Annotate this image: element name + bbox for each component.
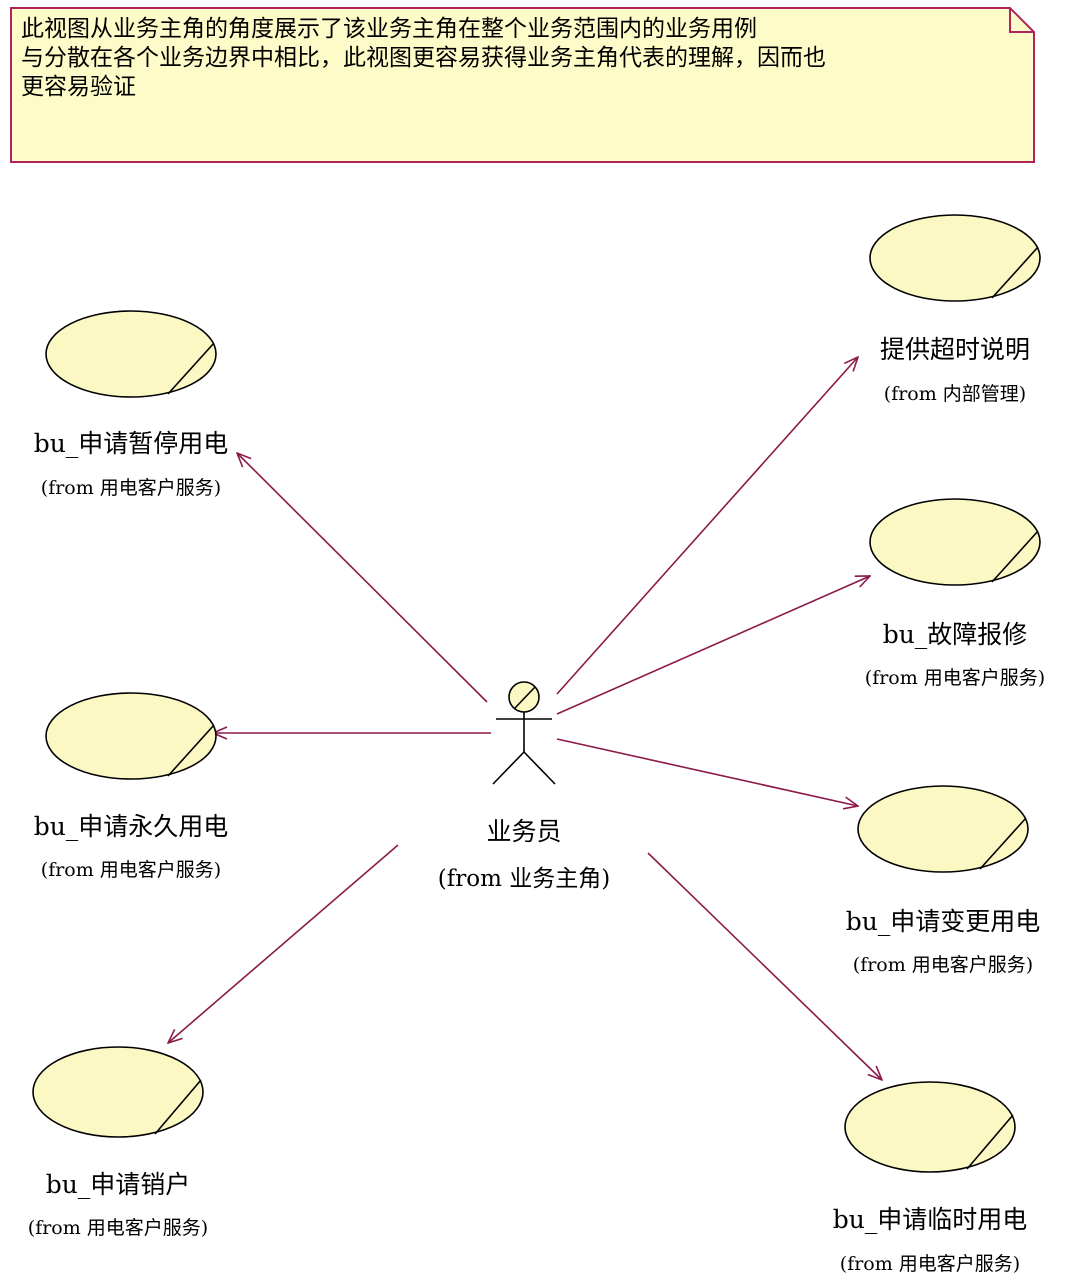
usecase-icon-slash — [154, 1079, 202, 1135]
usecase-package: (from 用电客户服务) — [41, 859, 221, 881]
usecase-icon-slash — [167, 724, 215, 777]
actor[interactable]: 业务员 (from 业务主角) — [438, 681, 610, 892]
usecase-icon — [844, 1081, 1016, 1173]
usecase-icon — [869, 214, 1041, 302]
association-to-fault-repair — [556, 576, 870, 715]
usecase-permanent-power[interactable]: bu_申请永久用电 (from 用电客户服务) — [34, 692, 229, 881]
usecase-icon-slash — [991, 530, 1039, 583]
note-line-1: 此视图从业务主角的角度展示了该业务主角在整个业务范围内的业务用例 — [21, 16, 757, 42]
association-to-suspend-power — [237, 453, 488, 703]
usecase-package: (from 用电客户服务) — [28, 1217, 208, 1239]
usecase-icon-slash — [979, 817, 1027, 870]
usecase-package: (from 用电客户服务) — [41, 477, 221, 499]
usecase-name: bu_申请变更用电 — [846, 907, 1041, 936]
usecase-name: bu_申请永久用电 — [34, 812, 229, 841]
usecase-name: bu_申请销户 — [46, 1170, 191, 1199]
usecase-package: (from 用电客户服务) — [865, 667, 1045, 689]
association-to-cancel-account — [168, 844, 399, 1043]
usecase-cancel-account[interactable]: bu_申请销户 (from 用电客户服务) — [28, 1046, 208, 1239]
actor-package: (from 业务主角) — [438, 866, 610, 892]
usecase-icon — [32, 1046, 204, 1138]
usecase-icon — [857, 785, 1029, 873]
usecase-timeout-explanation[interactable]: 提供超时说明 (from 内部管理) — [869, 214, 1041, 405]
usecase-package: (from 用电客户服务) — [840, 1253, 1020, 1275]
usecase-package: (from 用电客户服务) — [853, 954, 1033, 976]
usecase-name: bu_申请暂停用电 — [34, 429, 229, 458]
usecase-icon-slash — [991, 246, 1039, 299]
usecase-package: (from 内部管理) — [884, 383, 1026, 405]
associations — [168, 357, 882, 1080]
usecase-suspend-power[interactable]: bu_申请暂停用电 (from 用电客户服务) — [34, 310, 229, 499]
note-box — [10, 7, 1035, 163]
association-to-temporary-power — [647, 852, 882, 1080]
usecase-fault-repair[interactable]: bu_故障报修 (from 用电客户服务) — [865, 498, 1045, 689]
usecase-icon — [869, 498, 1041, 586]
usecase-name: bu_申请临时用电 — [833, 1205, 1028, 1234]
association-to-change-power — [556, 738, 858, 806]
association-to-timeout-explanation — [556, 357, 858, 695]
note-line-3: 更容易验证 — [21, 74, 136, 100]
usecase-icon — [45, 310, 217, 398]
usecase-icon-slash — [167, 342, 215, 395]
usecase-icon — [45, 692, 217, 780]
usecase-change-power[interactable]: bu_申请变更用电 (from 用电客户服务) — [846, 785, 1041, 976]
actor-name: 业务员 — [486, 817, 561, 846]
usecase-name: bu_故障报修 — [883, 620, 1028, 649]
usecase-icon-slash — [966, 1114, 1014, 1170]
actor-icon — [492, 681, 556, 785]
usecase-temporary-power[interactable]: bu_申请临时用电 (from 用电客户服务) — [833, 1081, 1028, 1275]
note: 此视图从业务主角的角度展示了该业务主角在整个业务范围内的业务用例 与分散在各个业… — [10, 7, 1035, 163]
usecase-name: 提供超时说明 — [880, 335, 1030, 364]
note-corner-fold — [1009, 8, 1034, 33]
note-line-2: 与分散在各个业务边界中相比，此视图更容易获得业务主角代表的理解，因而也 — [21, 45, 826, 71]
